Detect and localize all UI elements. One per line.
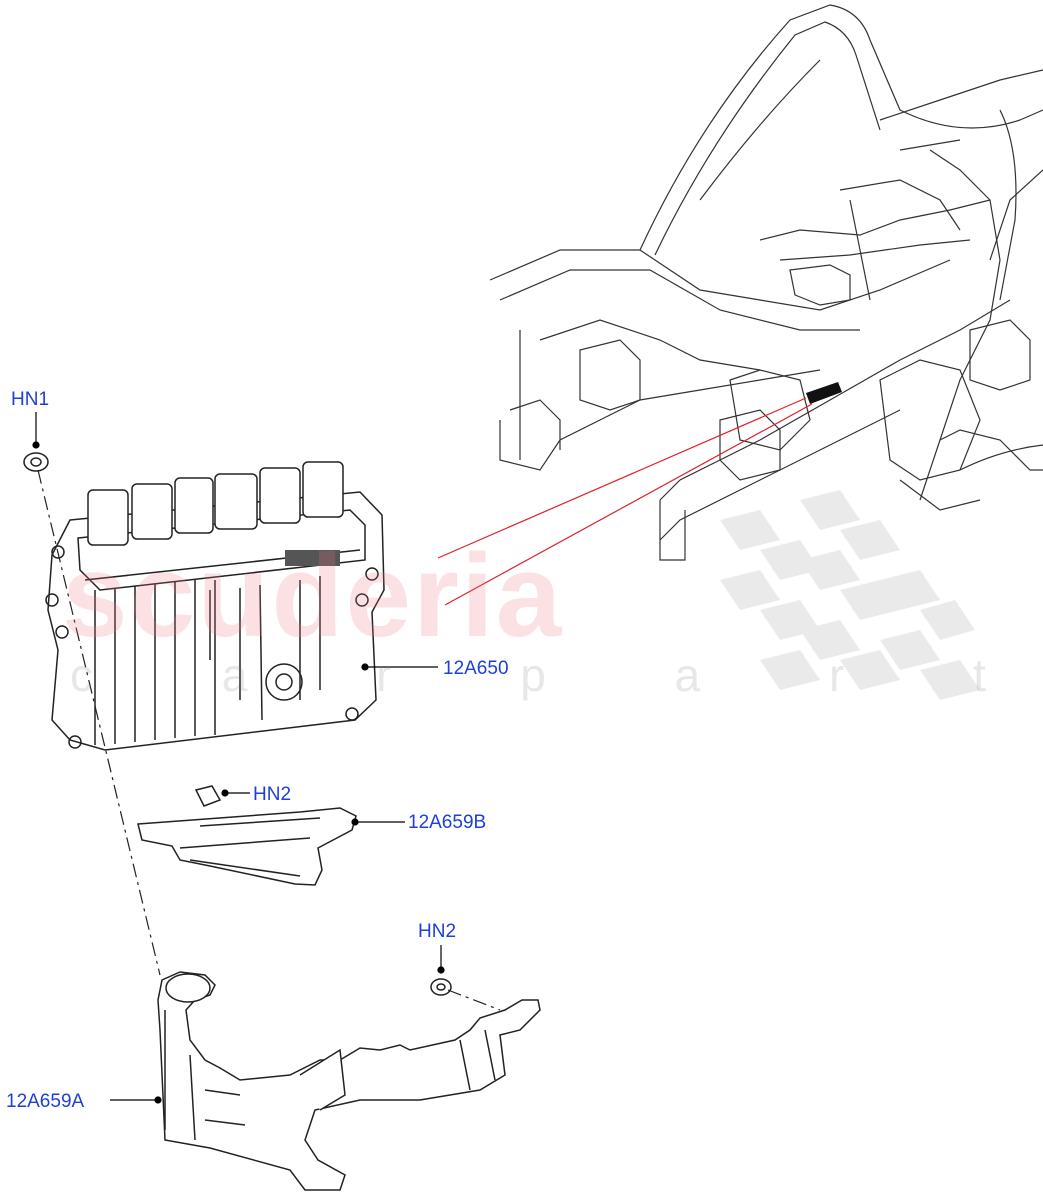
bracket-12a659a (157, 971, 541, 1191)
watermark-sub: c a r p a r t s (70, 649, 1043, 701)
ecu-module (45, 461, 385, 751)
location-pointer-lines (437, 397, 813, 606)
callout-hn1[interactable]: HN1 (11, 389, 50, 410)
bracket-12a659b (137, 785, 357, 886)
checkered-flag-watermark (720, 490, 980, 700)
callout-12a659b[interactable]: 12A659B (408, 812, 487, 833)
callout-hn2-lower[interactable]: HN2 (418, 921, 457, 942)
callout-leader-lines (32, 412, 445, 1104)
assembly-dash-lines (37, 469, 501, 1011)
callout-12a650[interactable]: 12A650 (443, 658, 509, 679)
callout-hn2-upper[interactable]: HN2 (253, 784, 292, 805)
nut-hn2-lower (430, 978, 452, 996)
watermark-brand: scuderia (62, 530, 564, 662)
callout-12a659a[interactable]: 12A659A (6, 1091, 85, 1112)
nut-hn1 (23, 452, 49, 472)
module-location-marker (806, 382, 842, 404)
vehicle-body-structure (489, 4, 1043, 561)
